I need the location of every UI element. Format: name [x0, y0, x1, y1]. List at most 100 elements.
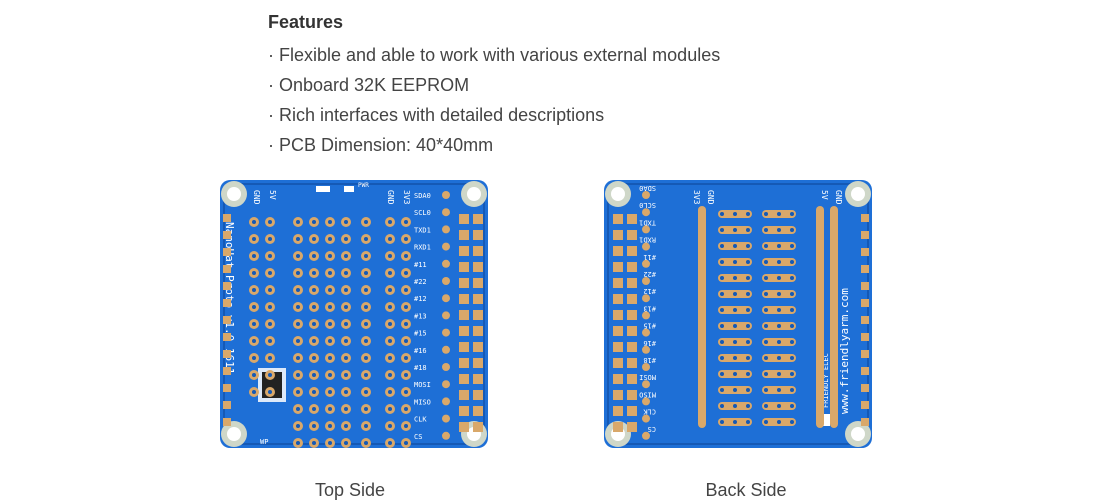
pad-hole: [746, 404, 750, 408]
pad-hole: [252, 373, 256, 377]
pin-pad: [442, 414, 450, 423]
pin-pad: [642, 191, 650, 199]
header-pad: [861, 418, 869, 426]
pad-hole: [344, 390, 348, 394]
pin-pad: [642, 414, 650, 423]
proto-pad-grid: [223, 214, 483, 448]
pad-hole: [388, 390, 392, 394]
header-pad: [861, 299, 869, 307]
pad-hole: [388, 407, 392, 411]
feature-item: · Rich interfaces with detailed descript…: [268, 105, 605, 125]
label-gnd: GND: [386, 190, 395, 205]
header-pad: [861, 401, 869, 409]
pin-pad: [442, 277, 450, 285]
pad-hole: [764, 292, 768, 296]
pad-hole: [344, 254, 348, 258]
pcb-edge: [223, 183, 485, 445]
pad-hole: [252, 271, 256, 275]
feature-item: · Onboard 32K EEPROM: [268, 75, 470, 95]
pad-hole: [296, 288, 300, 292]
pad-hole: [733, 276, 737, 280]
header-pad: [459, 390, 469, 400]
mounting-hole: [845, 421, 871, 447]
pad-hole: [404, 288, 408, 292]
pin-label: MISO: [639, 390, 656, 398]
pad-hole: [790, 292, 794, 296]
pad-hole: [296, 407, 300, 411]
header-pad: [613, 406, 623, 416]
pad-hole: [764, 356, 768, 360]
pad-hole: [404, 373, 408, 377]
header-pad: [459, 342, 469, 352]
pin-label: #18: [643, 356, 656, 364]
pin-pad: [642, 380, 650, 389]
pad-hole: [720, 324, 724, 328]
pad-hole: [296, 305, 300, 309]
pad-hole: [328, 237, 332, 241]
header-pad: [627, 390, 637, 400]
pad-hole: [388, 305, 392, 309]
pad-hole: [252, 390, 256, 394]
pad-hole: [252, 220, 256, 224]
header-pad: [613, 214, 623, 224]
pad-hole: [268, 339, 272, 343]
pin-pad: [442, 225, 450, 234]
pad-hole: [312, 339, 316, 343]
pad-hole: [790, 340, 794, 344]
header-pad: [223, 418, 231, 426]
pad-hole: [733, 404, 737, 408]
header-pad: [613, 342, 623, 352]
pin-label: CS: [648, 425, 656, 433]
pad-hole: [720, 372, 724, 376]
pin-pad: [442, 191, 450, 199]
pad-hole: [764, 212, 768, 216]
pad-hole: [312, 220, 316, 224]
pad-hole: [777, 308, 781, 312]
pad-hole: [733, 420, 737, 424]
pad-hole: [720, 244, 724, 248]
pin-pad: [442, 259, 450, 268]
header-pad: [613, 278, 623, 288]
header-pad: [473, 246, 483, 256]
header-pad: [459, 326, 469, 336]
pad-hole: [252, 237, 256, 241]
pin-label: #16: [414, 347, 427, 355]
pad-hole: [328, 220, 332, 224]
label-5v: 5V: [268, 190, 277, 200]
label-gnd: GND: [706, 190, 715, 205]
pad-hole: [746, 356, 750, 360]
pad-hole: [312, 305, 316, 309]
pad-hole: [296, 220, 300, 224]
header-pad: [627, 230, 637, 240]
header-pad: [473, 310, 483, 320]
pad-hole: [746, 308, 750, 312]
proto-strip-grid: [613, 206, 869, 432]
pin-pad: [442, 311, 450, 320]
pin-label: #22: [414, 278, 427, 286]
feature-item: · Flexible and able to work with various…: [268, 45, 721, 65]
pad-hole: [312, 254, 316, 258]
pad-hole: [344, 220, 348, 224]
power-rail: [816, 206, 824, 428]
pin-pad: [642, 277, 650, 285]
pad-hole: [296, 339, 300, 343]
pad-hole: [764, 420, 768, 424]
header-pad: [627, 294, 637, 304]
pad-hole: [328, 407, 332, 411]
pad-hole: [777, 372, 781, 376]
pad-hole: [268, 220, 272, 224]
pad-hole: [364, 373, 368, 377]
header-pad: [861, 384, 869, 392]
pad-hole: [268, 390, 272, 394]
power-rail: [830, 206, 838, 428]
pin-label: #11: [414, 261, 427, 269]
pad-hole: [746, 324, 750, 328]
mounting-hole: [845, 181, 871, 207]
pad-hole: [777, 324, 781, 328]
pad-hole: [404, 339, 408, 343]
pad-hole: [404, 254, 408, 258]
pad-hole: [312, 407, 316, 411]
pad-hole: [404, 390, 408, 394]
pad-hole: [364, 441, 368, 445]
header-pad: [223, 316, 231, 324]
